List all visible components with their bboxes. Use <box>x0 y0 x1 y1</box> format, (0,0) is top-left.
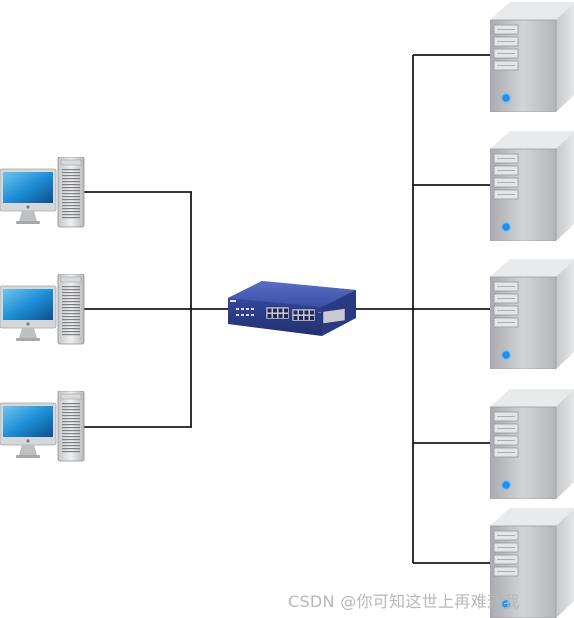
server-2 <box>490 131 574 241</box>
workstation-2 <box>0 274 84 344</box>
server-1 <box>490 2 574 112</box>
server-4 <box>490 389 574 499</box>
server-3 <box>490 259 574 369</box>
workstation-3 <box>0 391 84 461</box>
workstation-1 <box>0 157 84 227</box>
watermark-text: CSDN @你可知这世上再难遇我 <box>288 592 520 611</box>
connection-lines <box>84 54 493 564</box>
network-switch <box>228 281 356 336</box>
